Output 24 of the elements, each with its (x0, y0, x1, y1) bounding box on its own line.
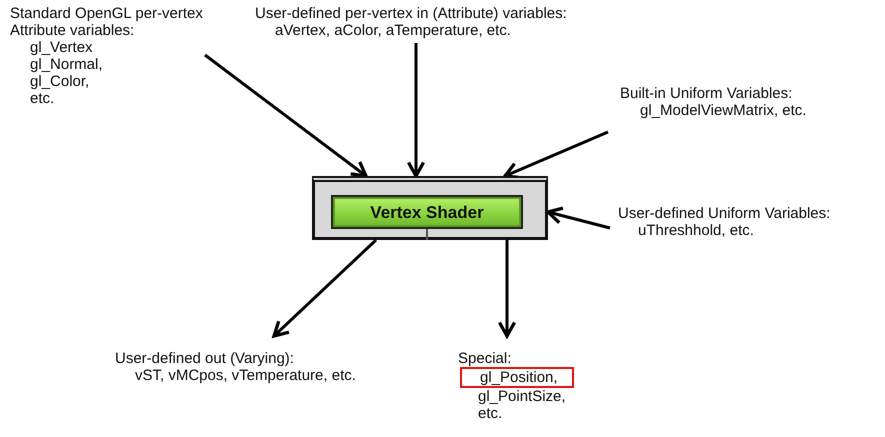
heading-text: Special: (458, 350, 512, 367)
variable-text: gl_Vertex (29, 39, 94, 56)
variable-text: vST, vMCpos, vTemperature, etc. (134, 367, 356, 384)
vertex-shader-button: Vertex Shader (331, 195, 523, 229)
variable-text: gl_PointSize, (477, 388, 567, 405)
heading-text: User-defined out (Varying): (115, 350, 295, 367)
variable-text: gl_Normal, (29, 56, 104, 73)
heading-text: Standard OpenGL per-vertex Attribute variables: (10, 5, 204, 39)
variable-text: etc. (29, 90, 56, 107)
arrow (272, 238, 378, 338)
arrow (498, 240, 516, 338)
heading-text: User-defined Uniform Variables: (618, 205, 830, 222)
variable-text: aVertex, aColor, aTemperature, etc. (274, 22, 512, 39)
variable-text: gl_Color, (29, 73, 90, 90)
variable-text: gl_ModelViewMatrix, etc. (639, 102, 806, 119)
variable-text: uThreshhold, etc. (637, 222, 755, 239)
arrow (204, 54, 368, 178)
arrow (406, 43, 426, 178)
arrow (546, 206, 610, 230)
variable-text: etc. (477, 405, 504, 422)
highlighted-text: gl_Position, (460, 367, 574, 388)
shader-panel (312, 176, 548, 240)
heading-text: Built-in Uniform Variables: (620, 85, 794, 102)
heading-text: User-defined per-vertex in (Attribute) variables: (255, 5, 567, 22)
